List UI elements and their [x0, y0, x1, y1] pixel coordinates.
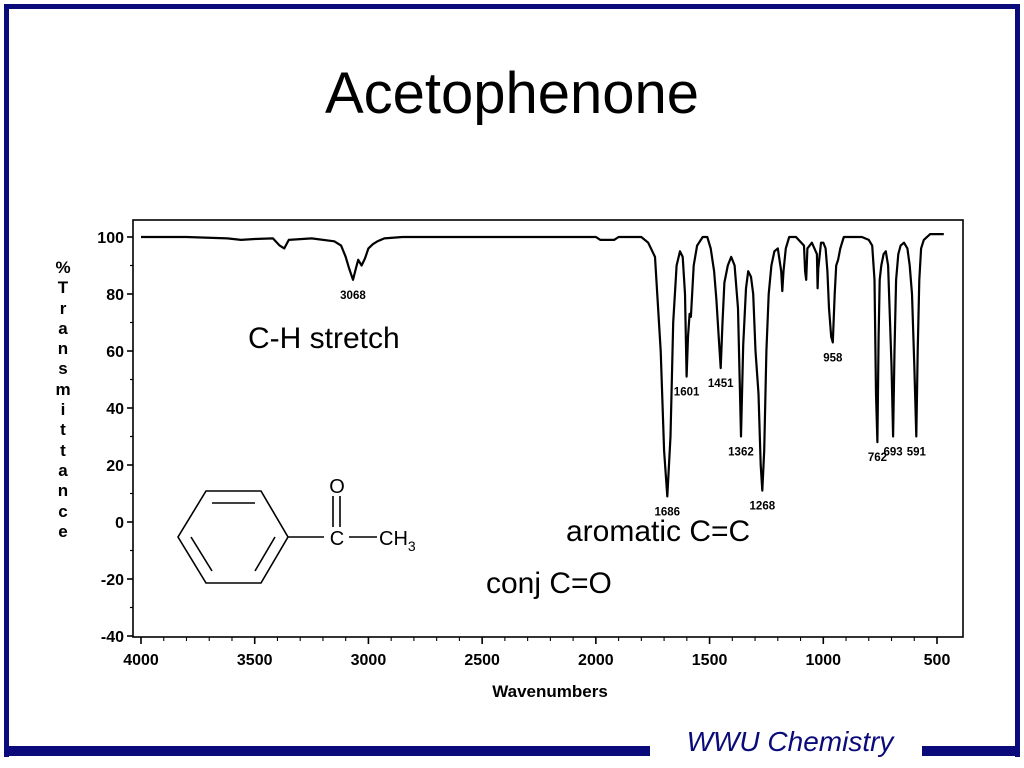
slide-title: Acetophenone [324, 61, 700, 126]
acetophenone-structure [177, 490, 377, 584]
x-tick-label: 3000 [351, 652, 387, 669]
ring-double-bond-3 [190, 536, 213, 572]
x-tick-label: 2000 [578, 652, 614, 669]
y-tick-label: 60 [106, 344, 124, 361]
peak-label-693: 693 [884, 447, 903, 459]
y-axis-label-char: n [57, 339, 69, 359]
x-axis-label: Wavenumbers [492, 682, 608, 701]
y-tick-label: -40 [101, 629, 124, 646]
methyl-subscript: 3 [408, 538, 416, 554]
peak-label-1268: 1268 [750, 501, 776, 513]
x-tick-label: 1000 [805, 652, 841, 669]
y-axis-label-char: a [58, 460, 68, 480]
y-axis-label-char: t [60, 440, 66, 460]
peak-label-591: 591 [907, 447, 927, 459]
y-axis-label-char: c [58, 501, 68, 521]
peak-label-958: 958 [823, 352, 843, 364]
y-axis-label-char: % [55, 258, 71, 277]
methyl-group: CH3 [379, 528, 416, 554]
atom-carbon: C [330, 528, 344, 550]
atom-oxygen: O [329, 476, 345, 498]
y-axis-label-char: s [58, 359, 68, 379]
y-tick-label: 20 [106, 458, 124, 475]
footer-label: WWU Chemistry [686, 726, 894, 757]
y-tick-label: -20 [101, 572, 124, 589]
y-axis-label-char: T [57, 278, 69, 298]
y-tick-label: 80 [106, 287, 124, 304]
chart-series [141, 233, 944, 498]
y-axis-label-char: i [60, 400, 66, 420]
y-axis-label-char: r [59, 298, 67, 318]
y-axis-label-char: e [58, 521, 68, 541]
y-tick-label: 0 [115, 515, 124, 532]
plot-frame [132, 219, 964, 638]
chart-axes [132, 219, 964, 638]
spectrum-line-0 [141, 233, 944, 498]
y-tick-label: 100 [97, 230, 124, 247]
ring-double-bond-2 [254, 536, 276, 572]
benzene-ring [177, 490, 289, 584]
peak-label-762: 762 [868, 452, 887, 464]
x-tick-label: 1500 [692, 652, 728, 669]
footer-rule-right [922, 746, 1020, 756]
slide-frame [4, 4, 1020, 757]
methyl-text: CH [379, 528, 408, 550]
footer-rule-left [4, 746, 650, 756]
peak-label-1601: 1601 [674, 387, 700, 399]
y-axis-label-char: n [57, 481, 69, 501]
peak-label-1451: 1451 [708, 378, 734, 390]
x-tick-label: 2500 [464, 652, 500, 669]
y-axis-label-char: m [55, 379, 71, 399]
x-tick-label: 3500 [237, 652, 273, 669]
annotation-conj-co: conj C=O [486, 567, 612, 600]
annotation-aromatic: aromatic C=C [566, 515, 751, 548]
peak-label-1362: 1362 [728, 447, 754, 459]
x-tick-label: 4000 [123, 652, 159, 669]
peak-label-3068: 3068 [340, 290, 366, 302]
chart-x-label-group: Wavenumbers [492, 682, 608, 701]
y-axis-label-char: a [58, 318, 68, 338]
x-tick-label: 500 [924, 652, 951, 669]
y-tick-label: 40 [106, 401, 124, 418]
annotation-ch-stretch: C-H stretch [248, 322, 400, 355]
y-axis-label-char: t [60, 420, 66, 440]
peak-label-1686: 1686 [654, 506, 680, 518]
